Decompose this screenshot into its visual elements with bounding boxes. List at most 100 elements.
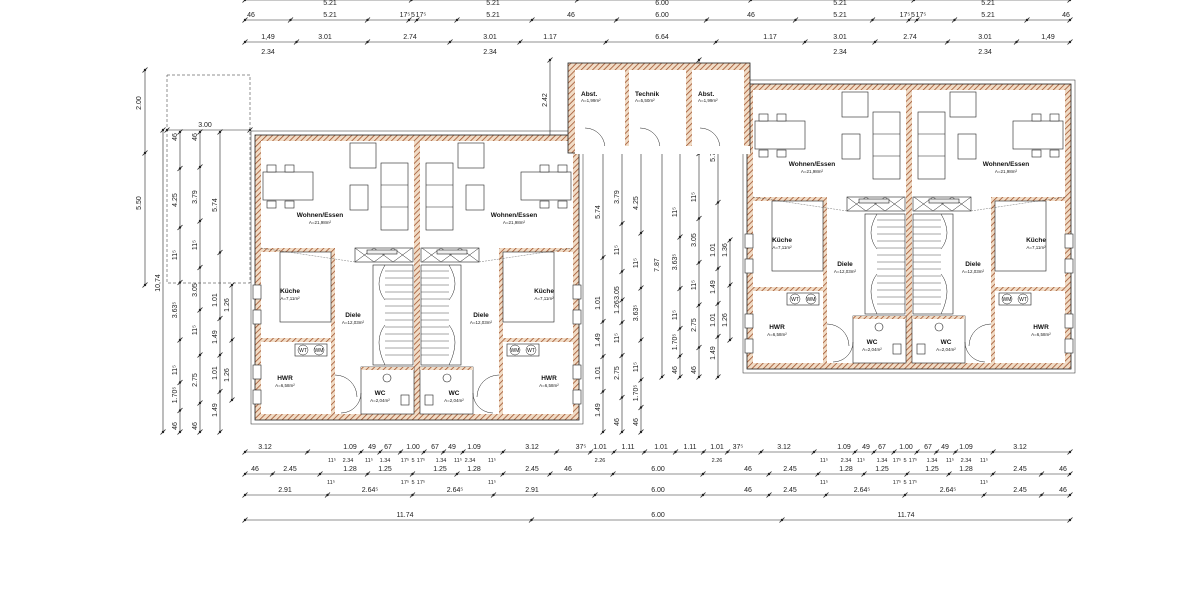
dimension-label: 5.21 <box>486 0 500 7</box>
armchair <box>841 133 861 160</box>
room-label-diele: Diele <box>965 261 981 268</box>
dimension-label: 46 <box>633 418 640 426</box>
dimension-dot <box>548 472 552 476</box>
dimension-dot <box>198 308 202 312</box>
dimension-dot <box>492 493 495 497</box>
dimension-dot <box>697 261 701 264</box>
dimension-dot <box>674 450 677 454</box>
dimension-label: 67 <box>878 444 886 451</box>
room-label-wc: WC <box>449 390 460 397</box>
dimension-dot <box>589 450 592 454</box>
room-label-diele: Diele <box>473 312 489 319</box>
dimension-dot <box>601 390 605 393</box>
room-label-hwr: HWR <box>769 324 785 331</box>
dimension-dot <box>243 518 247 522</box>
dimension-label: 2.34 <box>465 458 476 464</box>
armchair <box>957 133 977 160</box>
dimension-dot <box>728 283 732 287</box>
chair <box>758 113 769 122</box>
window <box>744 338 754 354</box>
dimension-label: 11⁵ <box>328 457 336 464</box>
cabinet-cross <box>913 196 934 212</box>
dimension-chain-left-box: 3.00 <box>164 122 253 133</box>
dimension-label: 10,74 <box>155 274 162 292</box>
dimension-label: 5 <box>411 480 414 486</box>
dimension-label: 1.01 <box>595 366 602 380</box>
dimension-label: 1.26 <box>224 368 231 382</box>
door-swing <box>584 127 606 149</box>
dimension-label: 1.28 <box>839 466 853 473</box>
radiator <box>928 198 960 204</box>
dimension-label: 3.79 <box>614 190 621 204</box>
dimension-dot <box>218 430 222 434</box>
dimension-dot <box>639 430 643 434</box>
dimension-label: 1.70⁵ <box>672 334 679 351</box>
dimension-label: 4.25 <box>633 196 640 210</box>
dimension-dot <box>982 493 986 497</box>
dimension-dot <box>639 286 643 290</box>
dimension-dot <box>248 128 252 132</box>
dimension-label: 3.12 <box>525 444 539 451</box>
window <box>252 284 262 300</box>
dimension-label: 5 <box>903 480 906 486</box>
kitchen-opening-line <box>260 247 356 263</box>
dimension-label: 6.00 <box>651 487 665 494</box>
dimension-label: 3.79 <box>192 190 199 204</box>
dimension-label: 17⁵ <box>417 479 425 486</box>
dimension-dot <box>455 18 459 22</box>
dimension-label: 5.74 <box>710 148 717 162</box>
dimension-label: 11.74 <box>397 512 414 519</box>
dimension-label: 2.34 <box>833 49 847 56</box>
room-label-wohnen: Wohnen/Essen <box>297 212 344 219</box>
kitchen-counter <box>279 251 332 323</box>
dimension-dot <box>326 493 329 497</box>
dimension-dot <box>1040 493 1043 497</box>
dimension-label: 46 <box>192 133 199 141</box>
dimension-dot <box>892 450 896 454</box>
dimension-label: 11⁵ <box>672 207 679 217</box>
dimension-label: 3.00 <box>198 122 212 129</box>
dimension-dot <box>728 238 732 242</box>
dimension-dot <box>947 472 951 476</box>
dimension-label: 2.91 <box>278 487 292 494</box>
dimension-label: 1.17 <box>763 34 777 41</box>
dimension-dot <box>862 472 866 476</box>
dimension-tick <box>574 0 579 3</box>
dimension-label: 1.26 <box>224 298 231 312</box>
dimension-label: 3.01 <box>978 34 992 41</box>
dimension-dot <box>411 472 414 476</box>
dimension-dot <box>306 450 309 454</box>
dimension-label: 1.25 <box>433 466 447 473</box>
room-label-hwr: HWR <box>277 375 293 382</box>
dining-table <box>754 120 806 150</box>
dimension-label: 11⁵ <box>172 250 179 260</box>
wc-wall <box>420 367 473 370</box>
room-label-kueche: Küche <box>1026 237 1046 244</box>
dryer-icon <box>1017 293 1029 305</box>
dimension-label: 5.74 <box>595 205 602 219</box>
chair <box>1049 113 1060 122</box>
dimension-label: 1.01 <box>595 296 602 310</box>
wc-wall <box>361 367 414 370</box>
dimension-dot <box>442 450 445 454</box>
room-label-kueche: Küche <box>280 288 300 295</box>
dimension-dot <box>620 321 624 324</box>
dimension-dot <box>915 18 919 22</box>
wall-outline <box>250 130 584 425</box>
armchair <box>349 142 377 169</box>
window <box>572 389 582 405</box>
dimension-label: 5.74 <box>212 198 219 212</box>
dimension-label: 46 <box>672 366 679 374</box>
dimension-dot <box>726 450 729 454</box>
dimension-label: 11⁵ <box>488 479 496 486</box>
dimension-label: 37⁵ <box>733 444 744 451</box>
dimension-label: 2.45 <box>283 466 297 473</box>
dimension-dot <box>812 450 816 454</box>
dimension-label: 1.49 <box>595 333 602 347</box>
dryer-icon <box>297 344 309 356</box>
dimension-label: 46 <box>691 366 698 374</box>
